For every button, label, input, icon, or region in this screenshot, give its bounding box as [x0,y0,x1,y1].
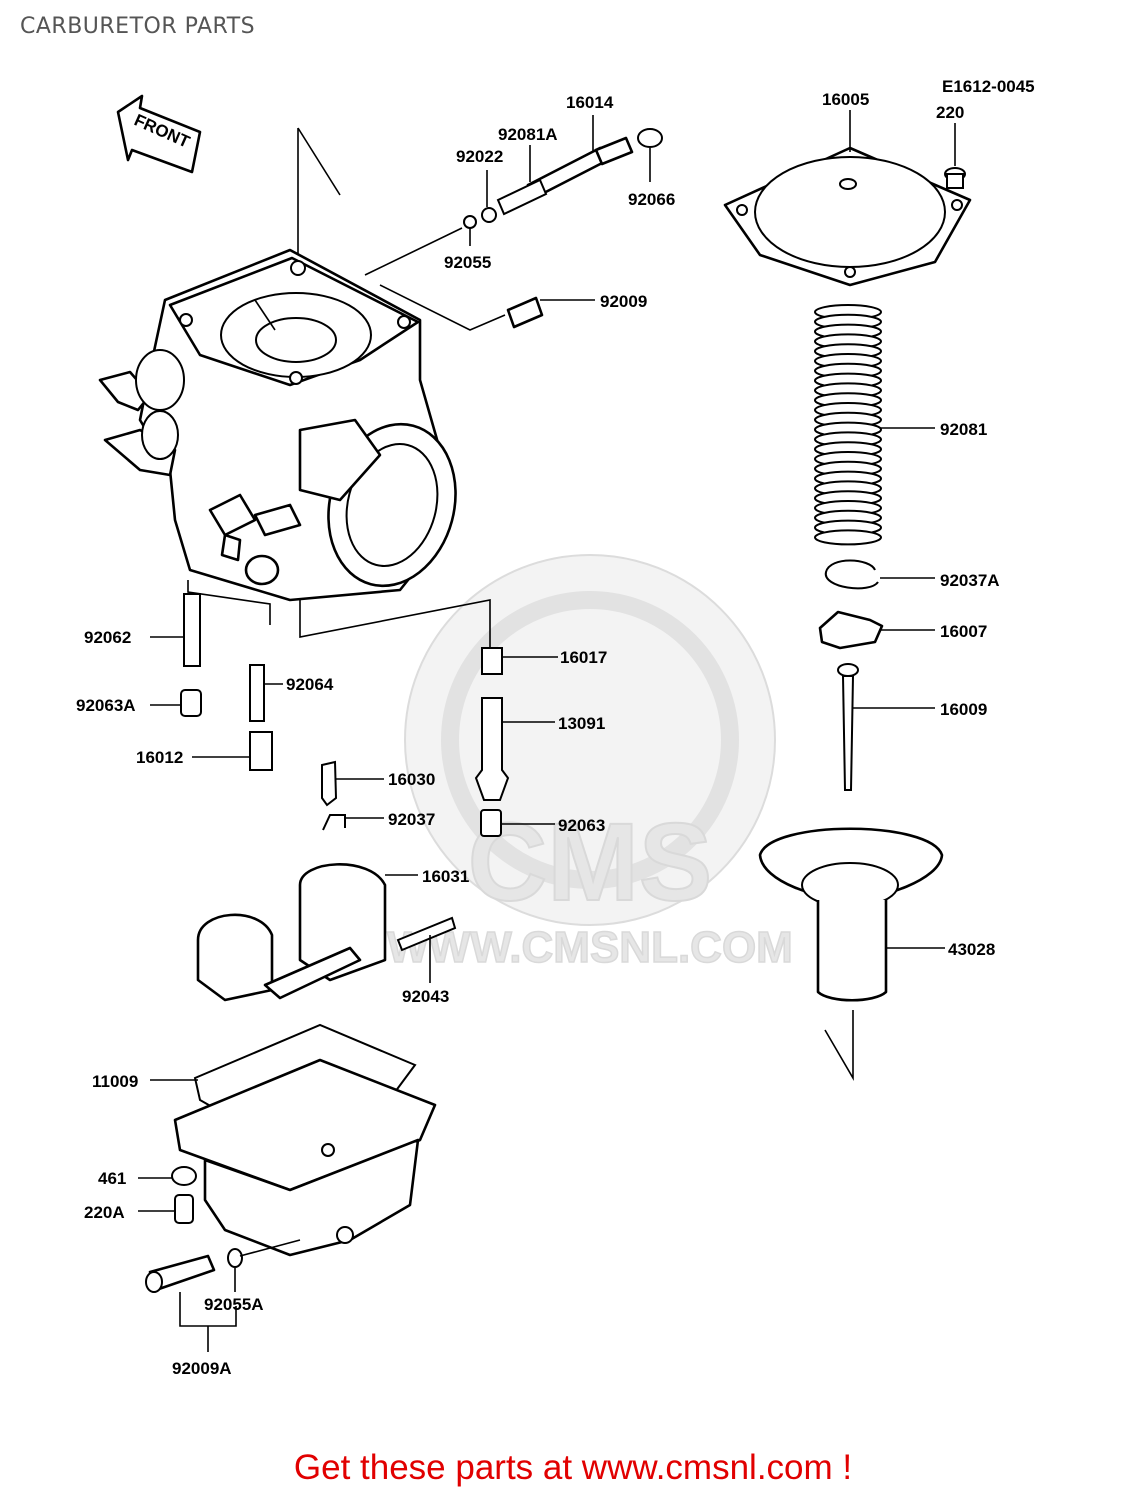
part-220 [944,123,966,189]
label-16005: 16005 [822,90,869,109]
label-16007: 16007 [940,622,987,641]
label-16017: 16017 [560,648,607,667]
label-16031: 16031 [422,867,469,886]
part-16031 [196,863,418,1002]
label-43028: 43028 [948,940,995,959]
label-92009: 92009 [600,292,647,311]
front-arrow-icon: FRONT [116,94,202,174]
part-220A [138,1194,194,1224]
label-92081: 92081 [940,420,987,439]
part-16012 [192,731,273,771]
part-92062 [150,593,201,667]
cta-link[interactable]: Get these parts at www.cmsnl.com ! [293,1448,853,1487]
part-92063 [480,809,555,837]
part-461 [138,1166,197,1186]
label-92066: 92066 [628,190,675,209]
part-16009 [837,663,935,791]
label-92037A: 92037A [940,571,1000,590]
label-92037: 92037 [388,810,435,829]
label-16030: 16030 [388,770,435,789]
part-16007 [818,610,935,650]
part-92081A [496,145,548,216]
label-92055: 92055 [444,253,491,272]
part-92063A [150,689,202,717]
label-461: 461 [98,1169,126,1188]
diagram-code: E1612-0045 [942,77,1035,96]
part-92037 [322,814,384,831]
label-92063: 92063 [558,816,605,835]
label-16014: 16014 [566,93,614,112]
part-92037A [824,559,935,590]
watermark-logo: CMS [468,801,712,924]
label-11009: 11009 [92,1072,138,1091]
part-92055 [463,215,477,246]
label-92009A: 92009A [172,1359,232,1378]
part-92043 [396,916,457,983]
label-92063A: 92063A [76,696,136,715]
watermark: CMS WWW.CMSNL.COM [386,554,794,973]
part-16005 [723,110,972,287]
part-92066 [637,128,663,182]
label-92022: 92022 [456,147,503,166]
part-92022 [481,170,497,223]
label-92081A: 92081A [498,125,558,144]
part-92055A [227,1248,243,1292]
label-220A: 220A [84,1203,125,1222]
page-title: CARBURETOR PARTS [20,14,256,39]
float-bowl [173,1058,437,1257]
label-92062: 92062 [84,628,131,647]
part-92064 [249,664,283,722]
part-92009A [145,1254,216,1293]
watermark-text: WWW.CMSNL.COM [387,923,793,972]
label-16009: 16009 [940,700,987,719]
part-13091 [474,697,555,801]
label-92055A: 92055A [204,1295,264,1314]
part-16030 [321,760,384,807]
carburetor-body [98,248,457,602]
label-16012: 16012 [136,748,183,767]
part-16014 [526,115,634,199]
label-220: 220 [936,103,964,122]
label-13091: 13091 [558,714,605,733]
spring-coil [814,529,882,546]
label-92064: 92064 [286,675,334,694]
label-92043: 92043 [402,987,449,1006]
part-43028 [758,827,945,1002]
part-16017 [481,647,558,675]
part-labels: 16014 92081A 92022 92066 92055 92009 160… [76,90,1000,1378]
part-92009 [506,296,595,329]
part-92081 [814,304,882,546]
